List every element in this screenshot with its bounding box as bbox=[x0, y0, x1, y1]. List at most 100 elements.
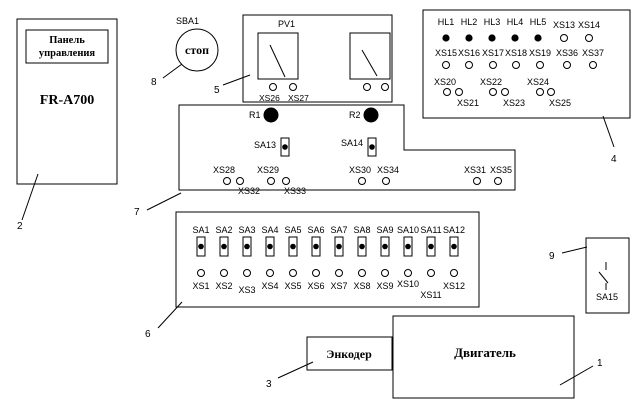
label-xs15: XS15 bbox=[435, 48, 457, 58]
socket-xs18[interactable] bbox=[512, 61, 520, 69]
socket-xs24[interactable] bbox=[536, 88, 544, 96]
label-hl3: HL3 bbox=[484, 17, 501, 27]
socket-xs37[interactable] bbox=[589, 61, 597, 69]
sa15-group: SA15 9 bbox=[549, 237, 630, 314]
socket-xs35[interactable] bbox=[494, 177, 502, 185]
label-xs10: XS10 bbox=[397, 279, 419, 289]
socket-xs12[interactable] bbox=[450, 269, 458, 277]
socket-xs25[interactable] bbox=[547, 88, 555, 96]
callout-8: 8 bbox=[151, 77, 157, 88]
label-xs16: XS16 bbox=[458, 48, 480, 58]
socket-xs8[interactable] bbox=[358, 269, 366, 277]
label-sa14: SA14 bbox=[341, 138, 363, 148]
label-xs6: XS6 bbox=[307, 281, 324, 291]
socket-xs21[interactable] bbox=[455, 88, 463, 96]
socket-xs36[interactable] bbox=[563, 61, 571, 69]
resistor-r1-knob[interactable] bbox=[263, 107, 279, 123]
motor-label: Двигатель bbox=[454, 345, 516, 360]
control-panel-header-box bbox=[25, 29, 109, 64]
socket-xs16[interactable] bbox=[465, 61, 473, 69]
lamp-hl1 bbox=[442, 34, 450, 42]
label-xs33: XS33 bbox=[284, 186, 306, 196]
callout-line-6 bbox=[157, 301, 183, 329]
socket-xs30[interactable] bbox=[358, 177, 366, 185]
label-sa6: SA6 bbox=[307, 225, 324, 235]
label-xs19: XS19 bbox=[529, 48, 551, 58]
sa15-blade[interactable] bbox=[598, 271, 609, 284]
switch-panel-frame bbox=[175, 211, 480, 308]
stop-button-group: SBA1 стоп 8 bbox=[151, 16, 219, 88]
meter-tag: PV1 bbox=[278, 19, 295, 29]
socket-meter2-a[interactable] bbox=[363, 83, 371, 91]
socket-xs32[interactable] bbox=[236, 177, 244, 185]
socket-xs7[interactable] bbox=[335, 269, 343, 277]
label-sa5: SA5 bbox=[284, 225, 301, 235]
socket-xs28[interactable] bbox=[223, 177, 231, 185]
control-panel-header-line1: Панель bbox=[49, 35, 85, 46]
label-xs22: XS22 bbox=[480, 77, 502, 87]
callout-line-3 bbox=[277, 361, 314, 379]
socket-xs9[interactable] bbox=[381, 269, 389, 277]
callout-2: 2 bbox=[17, 221, 23, 232]
label-xs25: XS25 bbox=[549, 98, 571, 108]
socket-xs6[interactable] bbox=[312, 269, 320, 277]
socket-xs15[interactable] bbox=[442, 61, 450, 69]
socket-xs22[interactable] bbox=[489, 88, 497, 96]
label-xs30: XS30 bbox=[349, 165, 371, 175]
socket-xs23[interactable] bbox=[501, 88, 509, 96]
label-hl1: HL1 bbox=[438, 17, 455, 27]
label-xs24: XS24 bbox=[527, 77, 549, 87]
socket-xs31[interactable] bbox=[473, 177, 481, 185]
callout-9: 9 bbox=[549, 251, 555, 262]
meter-panel: PV1 XS26 XS27 5 bbox=[214, 14, 393, 103]
stop-button[interactable] bbox=[175, 28, 219, 72]
callout-5: 5 bbox=[214, 85, 220, 96]
socket-xs29[interactable] bbox=[267, 177, 275, 185]
label-xs17: XS17 bbox=[482, 48, 504, 58]
socket-xs5[interactable] bbox=[289, 269, 297, 277]
encoder-label: Энкодер bbox=[326, 347, 372, 361]
label-xs18: XS18 bbox=[505, 48, 527, 58]
label-r2: R2 bbox=[349, 110, 361, 120]
socket-meter2-b[interactable] bbox=[381, 83, 389, 91]
encoder-group: Энкодер 3 bbox=[266, 336, 393, 390]
label-xs31: XS31 bbox=[464, 165, 486, 175]
stop-button-tag: SBA1 bbox=[176, 16, 199, 26]
socket-xs27[interactable] bbox=[289, 83, 297, 91]
toggle-sa3-lever bbox=[244, 243, 250, 250]
label-xs12: XS12 bbox=[443, 281, 465, 291]
sa15-frame bbox=[585, 237, 630, 314]
resistor-r2-knob[interactable] bbox=[363, 107, 379, 123]
socket-xs3[interactable] bbox=[243, 269, 251, 277]
toggle-sa1-lever bbox=[198, 243, 204, 250]
socket-xs33[interactable] bbox=[282, 177, 290, 185]
callout-line-9 bbox=[561, 246, 588, 254]
control-panel-model: FR-A700 bbox=[40, 93, 94, 108]
socket-xs26[interactable] bbox=[269, 83, 277, 91]
label-xs3: XS3 bbox=[238, 285, 255, 295]
label-xs29: XS29 bbox=[257, 165, 279, 175]
label-xs2: XS2 bbox=[215, 281, 232, 291]
socket-xs1[interactable] bbox=[197, 269, 205, 277]
voltmeter-2-needle bbox=[361, 49, 378, 77]
socket-xs13[interactable] bbox=[560, 34, 568, 42]
socket-xs11[interactable] bbox=[427, 269, 435, 277]
label-sa11: SA11 bbox=[420, 225, 441, 235]
socket-xs20[interactable] bbox=[443, 88, 451, 96]
control-panel-header-line2: управления bbox=[39, 48, 96, 59]
socket-xs10[interactable] bbox=[404, 269, 412, 277]
label-hl4: HL4 bbox=[507, 17, 524, 27]
socket-xs19[interactable] bbox=[536, 61, 544, 69]
socket-xs14[interactable] bbox=[585, 34, 593, 42]
socket-xs17[interactable] bbox=[489, 61, 497, 69]
socket-xs2[interactable] bbox=[220, 269, 228, 277]
socket-xs34[interactable] bbox=[382, 177, 390, 185]
label-xs9: XS9 bbox=[376, 281, 393, 291]
label-sa13: SA13 bbox=[254, 140, 276, 150]
toggle-sa2-lever bbox=[221, 243, 227, 250]
label-sa10: SA10 bbox=[397, 225, 419, 235]
socket-xs4[interactable] bbox=[266, 269, 274, 277]
label-xs4: XS4 bbox=[261, 281, 278, 291]
